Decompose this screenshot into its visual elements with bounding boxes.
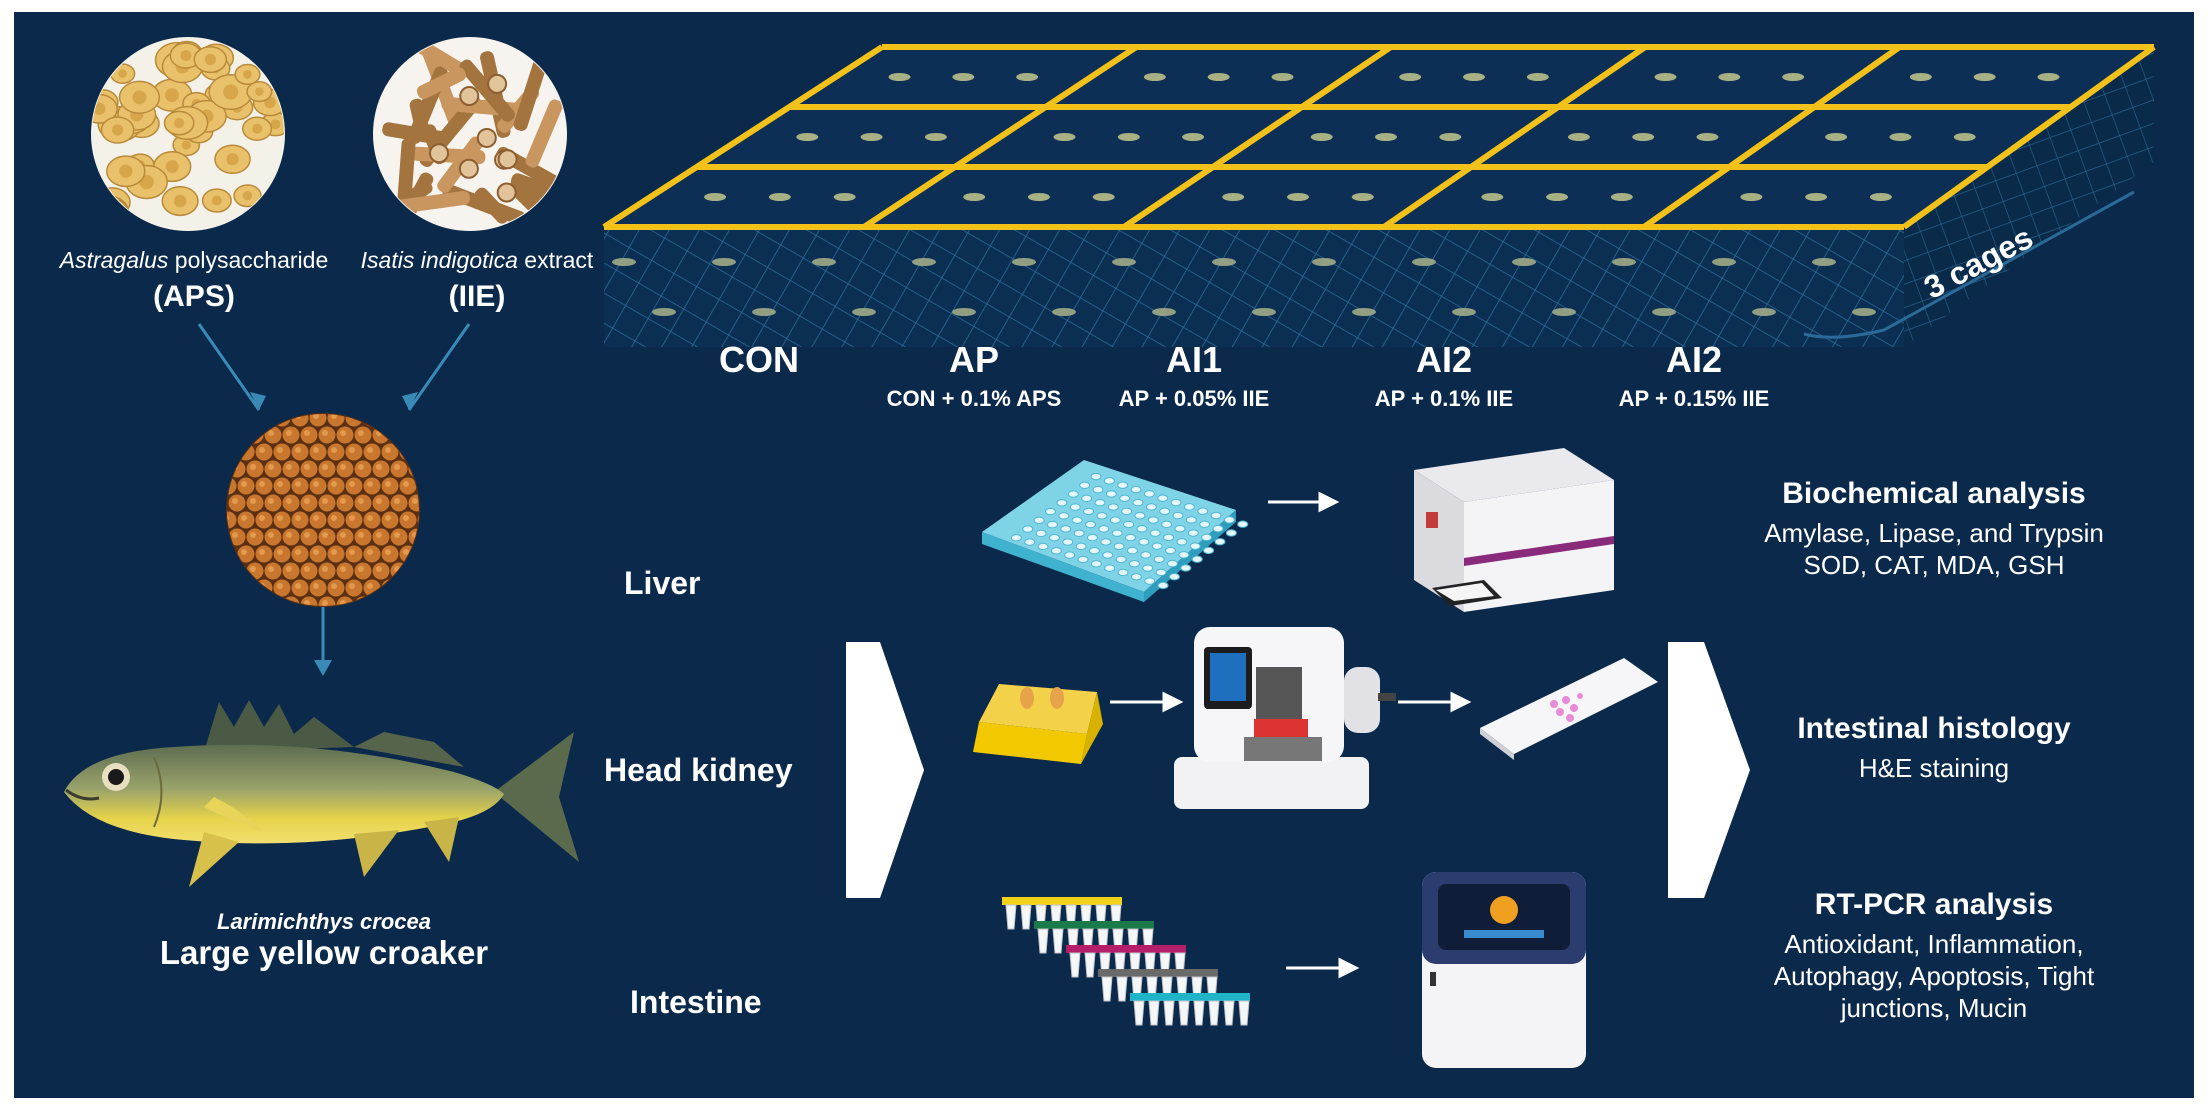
analysis-detail-biochemical-2: SOD, CAT, MDA, GSH — [1803, 550, 2065, 580]
arrow-head — [1450, 691, 1472, 713]
group-name-1: CON — [719, 339, 799, 380]
pcr-tube-strips-image — [1002, 897, 1250, 1026]
analysis-detail-biochemical-1: Amylase, Lipase, and Trypsin — [1764, 518, 2104, 548]
tissue-label-head-kidney: Head kidney — [604, 752, 793, 788]
analysis-detail-rtpcr-1: Antioxidant, Inflammation, — [1784, 929, 2084, 959]
arrow-head — [314, 660, 332, 676]
group-formula-2: CON + 0.1% APS — [886, 386, 1062, 411]
analysis-title-biochemical: Biochemical analysis — [1782, 477, 2086, 510]
cage-side-net — [1904, 47, 2154, 347]
group-name-4: AI2 — [1415, 339, 1473, 380]
analysis-detail-histology-1: H&E staining — [1858, 753, 2010, 783]
flow-arrows-layer — [197, 323, 1750, 979]
analysis-detail-rtpcr-2: Autophagy, Apoptosis, Tight — [1773, 961, 2095, 991]
microscope-slide-image — [1480, 658, 1658, 760]
group-formula-5: AP + 0.15% IIE — [1618, 386, 1770, 411]
isatis-root-image — [373, 37, 567, 231]
paraffin-block-image — [973, 684, 1103, 764]
aps-name: Astragalus polysaccharide — [59, 247, 329, 273]
arrow-head — [1162, 691, 1184, 713]
species-scientific-name: Larimichthys crocea — [217, 909, 431, 934]
big-arrow-right — [1668, 642, 1750, 898]
qpcr-instrument-image — [1422, 872, 1586, 1068]
arrow-head — [250, 392, 266, 410]
microplate-image — [982, 460, 1249, 602]
diagram-canvas: Astragalus polysaccharide (APS) Isatis i… — [14, 12, 2194, 1098]
big-arrow-left — [846, 642, 924, 898]
analysis-detail-rtpcr-3: junctions, Mucin — [1840, 993, 2028, 1023]
group-name-3: AI1 — [1165, 339, 1223, 380]
cage-front-net — [604, 227, 1904, 347]
astragalus-slices-image — [91, 37, 285, 231]
arrow-iie-to-feed — [407, 323, 471, 411]
arrow-head — [402, 392, 418, 410]
tissue-label-liver: Liver — [624, 565, 701, 601]
microtome-image — [1174, 627, 1396, 809]
iie-abbreviation: (IIE) — [448, 280, 506, 313]
arrow-head — [1318, 491, 1340, 513]
group-name-2: AP — [948, 339, 999, 380]
iie-name: Isatis indigotica extract — [360, 247, 594, 273]
group-name-5: AI2 — [1665, 339, 1723, 380]
microplate-reader-image — [1414, 448, 1614, 612]
analysis-title-rtpcr: RT-PCR analysis — [1814, 888, 2054, 921]
group-formula-3: AP + 0.05% IIE — [1118, 386, 1270, 411]
feed-pellets-image — [226, 413, 420, 607]
arrow-aps-to-feed — [197, 323, 261, 411]
arrow-head — [1338, 957, 1360, 979]
yellow-croaker-image — [64, 700, 579, 887]
tissue-label-intestine: Intestine — [630, 984, 762, 1020]
cage-array — [602, 44, 2156, 347]
analysis-title-histology: Intestinal histology — [1797, 712, 2071, 745]
aps-abbreviation: (APS) — [153, 280, 235, 313]
cage-count-bracket — [1803, 190, 2135, 339]
group-formula-4: AP + 0.1% IIE — [1374, 386, 1514, 411]
species-common-name: Large yellow croaker — [159, 934, 489, 971]
